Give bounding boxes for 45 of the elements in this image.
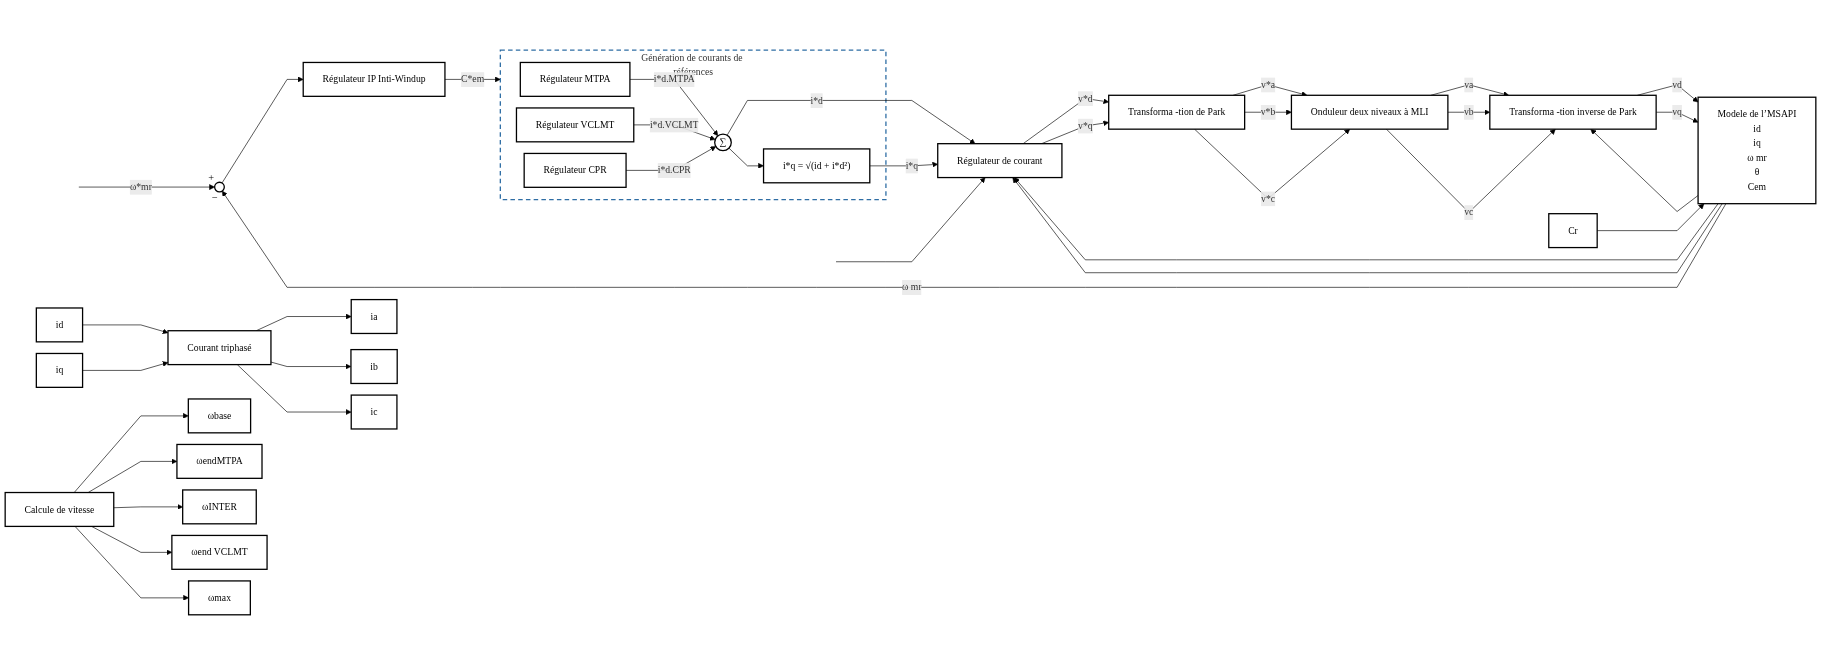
node-box: Régulateur de courant (937, 143, 1063, 179)
edge-label: i*d.MTPA (653, 74, 695, 85)
node-box: Calcule de vitesse (4, 491, 115, 528)
node-box: Transforma -tion inverse de Park (1489, 94, 1657, 130)
edge-label: vd (1672, 79, 1682, 90)
edge-label: v*q (1078, 120, 1093, 131)
edge-label: i*d.VCLMT (649, 119, 699, 130)
edge-label: v*d (1078, 93, 1093, 104)
node-box: ωbase (187, 398, 252, 434)
node-box: ia (350, 298, 398, 335)
node-box: i*q = √(id + i*d²) (762, 148, 871, 184)
node-box: ωend VCLMT (171, 534, 268, 570)
node-circle: ∑ (714, 133, 732, 152)
minus-sign: − (212, 191, 218, 203)
node-box: Régulateur VCLMT (515, 107, 635, 143)
edge-label: i*d (810, 95, 823, 106)
edge-label: vb (1464, 106, 1474, 118)
edge-label: i*d.CPR (657, 165, 691, 176)
node-box: ωmax (187, 580, 251, 616)
node-box: Régulateur IP Inti-Windup (302, 61, 446, 97)
edge-label: ω*mr (129, 181, 152, 193)
node-box: Régulateur MTPA (519, 61, 631, 97)
edge-label: i*q (905, 160, 919, 171)
node-box: Onduleur deux niveaux à MLI (1290, 94, 1449, 130)
node-box: Courant triphasé (167, 330, 272, 366)
node-box: ωINTER (182, 489, 257, 525)
node-box: Régulateur CPR (523, 152, 627, 188)
node-box: Modele de l’MSAPI id iq ω mr θ Cem (1697, 96, 1817, 205)
edge-label: ω mr (902, 282, 922, 293)
node-box: ic (350, 394, 398, 430)
node-box: ib (350, 348, 398, 385)
edge-label: C*em (461, 74, 485, 85)
edge-label: v*b (1260, 106, 1276, 118)
edge-label: v*a (1261, 79, 1276, 90)
node-circle (214, 181, 225, 193)
node-box: Cr (1548, 213, 1598, 249)
node-box: id (35, 307, 84, 343)
node-box: iq (35, 352, 84, 388)
node-box: ωendMTPA (176, 443, 263, 479)
plus-sign: + (208, 171, 214, 183)
edge-label: vq (1672, 106, 1682, 118)
node-box: Transforma -tion de Park (1108, 94, 1246, 130)
edge-label: v*c (1261, 193, 1276, 204)
edge-label: va (1464, 79, 1474, 90)
edge-label: vc (1464, 207, 1474, 218)
